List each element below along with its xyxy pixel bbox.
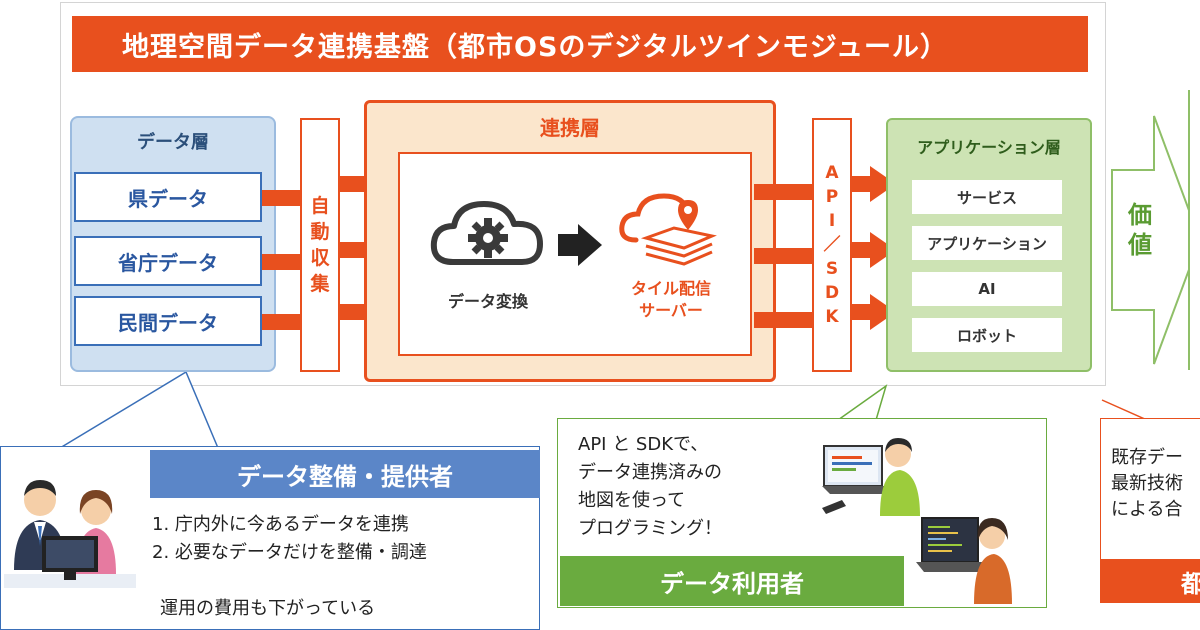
api-char: ／ — [823, 235, 841, 255]
provider-line-1: 1. 庁内外に今あるデータを連携 — [152, 514, 409, 535]
user-line-2: データ連携済みの — [578, 462, 722, 483]
right-note-line-2: 最新技術 — [1111, 473, 1183, 494]
collection-char: 動 — [310, 221, 330, 243]
user-line-1: API と SDKで、 — [578, 434, 709, 455]
api-char: S — [825, 259, 839, 279]
value-char: 値 — [1128, 231, 1152, 259]
tile-server-label-line: サーバー — [639, 301, 703, 320]
arrow-shaft — [262, 314, 302, 330]
auto-collection-box: 自 動 収 集 — [300, 118, 340, 372]
value-char: 価 — [1128, 201, 1152, 229]
diagram-title: 地理空間データ連携基盤（都市OSのデジタルツインモジュール） — [72, 16, 1088, 72]
api-char: I — [828, 211, 836, 231]
app-item-service: サービス — [912, 180, 1062, 214]
arrow-shaft — [262, 190, 302, 206]
provider-role-bar: データ整備・提供者 — [150, 450, 540, 498]
arrow-shaft — [340, 176, 370, 192]
tile-server-label: タイル配信 サーバー — [616, 278, 726, 322]
value-label: 価 値 — [1120, 200, 1160, 260]
source-private-data: 民間データ — [74, 296, 262, 346]
arrow-shaft — [754, 248, 814, 264]
data-layer-title: データ層 — [137, 132, 209, 153]
arrow-shaft — [754, 184, 814, 200]
collection-char: 自 — [310, 195, 330, 217]
user-line-4: プログラミング！ — [578, 518, 722, 539]
application-layer-title: アプリケーション層 — [917, 138, 1061, 157]
tile-server-label-line: タイル配信 — [630, 279, 711, 298]
right-note-line-3: による合 — [1111, 499, 1183, 520]
api-char: D — [824, 283, 840, 303]
arrow-shaft — [852, 304, 872, 320]
data-conversion-label: データ変換 — [447, 292, 528, 311]
cloud-gear-icon — [430, 201, 543, 265]
source-ministry-data: 省庁データ — [74, 236, 262, 286]
provider-line-2: 2. 必要なデータだけを整備・調達 — [152, 542, 427, 563]
arrow-shaft — [340, 242, 370, 258]
api-char: A — [825, 163, 839, 183]
api-sdk-box: A P I ／ S D K — [812, 118, 852, 372]
link-layer-title: 連携層 — [540, 116, 600, 140]
process-arrow-icon — [578, 224, 602, 266]
api-char: K — [825, 307, 839, 327]
app-item-ai: AI — [912, 272, 1062, 306]
user-bubble-tail — [837, 384, 888, 421]
provider-note: 運用の費用も下がっている — [160, 598, 376, 619]
tile-server-map-icon — [619, 193, 717, 266]
right-note-line-1: 既存デー — [1111, 447, 1183, 468]
app-item-application: アプリケーション — [912, 226, 1062, 260]
provider-bubble-tail — [60, 372, 219, 449]
provider-people-illustration — [4, 480, 136, 588]
arrow-shaft — [754, 312, 814, 328]
arrow-shaft — [340, 304, 370, 320]
arrow-shaft — [262, 254, 302, 270]
collection-char: 集 — [310, 273, 330, 295]
right-panel-edge — [1188, 90, 1200, 370]
arrow-shaft — [852, 176, 872, 192]
right-role-bar: 都 — [1101, 559, 1200, 602]
user-role-bar: データ利用者 — [560, 556, 904, 606]
source-prefecture-data: 県データ — [74, 172, 262, 222]
app-item-robot: ロボット — [912, 318, 1062, 352]
collection-char: 収 — [310, 247, 330, 269]
process-arrow-shaft — [558, 234, 580, 256]
api-char: P — [825, 187, 839, 207]
arrow-shaft — [852, 242, 872, 258]
programmer-woman-illustration — [916, 517, 1012, 604]
value-arrow-icon — [1111, 115, 1200, 365]
programmer-man-illustration — [822, 438, 920, 516]
right-bubble: 既存デー 最新技術 による合 都 — [1100, 418, 1200, 603]
user-line-3: 地図を使って — [578, 490, 686, 511]
